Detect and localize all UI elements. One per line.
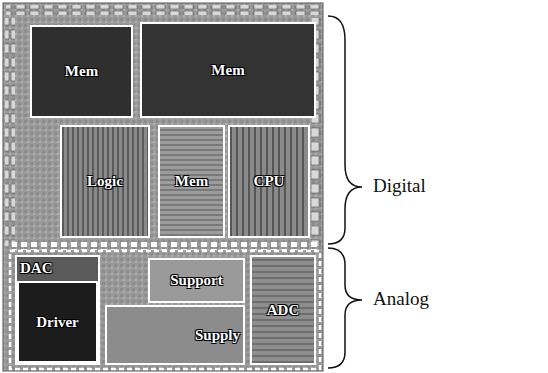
region-divider xyxy=(12,242,318,250)
block-label: Driver xyxy=(36,314,78,331)
brace xyxy=(328,248,362,368)
memory-block: Mem xyxy=(140,22,316,118)
block-label: Mem xyxy=(65,63,98,80)
region-label: Analog xyxy=(373,288,429,310)
pad-row xyxy=(6,5,320,15)
adc-block: ADC xyxy=(250,255,316,365)
block-label: Logic xyxy=(87,173,123,190)
pad-column xyxy=(5,18,15,246)
memory-block: Mem xyxy=(30,25,133,118)
cpu-block: CPU xyxy=(228,125,310,238)
memory-block: Mem xyxy=(158,125,225,238)
brace xyxy=(328,16,362,244)
logic-block: Logic xyxy=(60,125,150,238)
driver-block: Driver xyxy=(17,281,98,363)
block-label: Mem xyxy=(175,173,208,190)
block-label: ADC xyxy=(267,302,300,319)
block-label: Supply xyxy=(195,327,240,344)
analog-region-outline xyxy=(10,251,320,369)
block-label: DAC xyxy=(20,260,53,277)
block-label: CPU xyxy=(254,173,285,190)
die-ground xyxy=(3,3,323,371)
block-label: Mem xyxy=(211,62,244,79)
block-label: Support xyxy=(170,272,223,289)
dac-block: DAC Driver xyxy=(15,255,100,365)
supply-block: Supply xyxy=(105,305,245,365)
region-label: Digital xyxy=(373,175,426,197)
support-block: Support xyxy=(148,258,245,303)
